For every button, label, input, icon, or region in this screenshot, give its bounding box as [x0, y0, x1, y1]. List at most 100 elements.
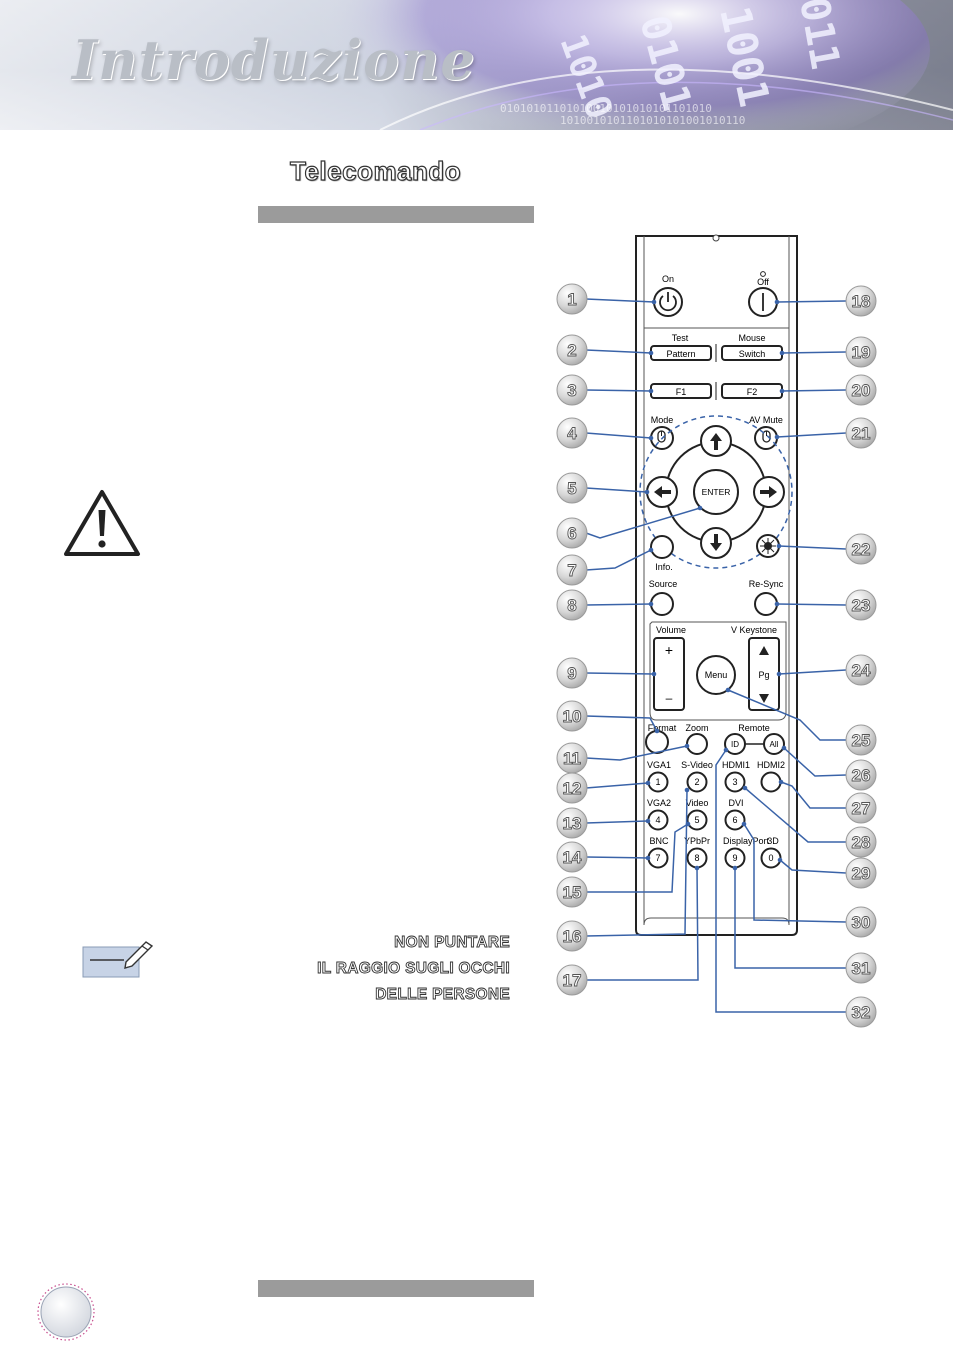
callout-20: 20: [845, 374, 877, 406]
label-svideo: S-Video: [681, 760, 713, 770]
source-button[interactable]: [650, 592, 674, 616]
arrow-up-icon: [710, 433, 722, 450]
zoom-button[interactable]: [686, 733, 708, 755]
callout-label: 7: [567, 561, 576, 580]
callout-label: 3: [567, 381, 576, 400]
callout-26: 26: [845, 759, 877, 791]
callout-15: 15: [556, 876, 588, 908]
section-title: Telecomando: [289, 155, 462, 186]
callout-label: 31: [852, 959, 871, 978]
resync-button[interactable]: [754, 592, 778, 616]
callout-label: 15: [563, 883, 582, 902]
arrow-left-icon: [654, 486, 671, 498]
callout-label: 20: [852, 381, 871, 400]
callout-label: 11: [563, 749, 581, 768]
callout-16: 16: [556, 920, 588, 952]
callout-14: 14: [556, 841, 588, 873]
callout-4: 4: [556, 417, 588, 449]
callout-leader-lines: [585, 298, 847, 1013]
section-bar-bottom: [258, 1280, 534, 1297]
header-banner: 1010 0101 1001 011 010101011010100101010…: [0, 0, 953, 130]
callout-28: 28: [845, 826, 877, 858]
label-hdmi1: HDMI1: [722, 760, 750, 770]
label-enter: ENTER: [702, 487, 731, 497]
callout-32: 32: [845, 996, 877, 1028]
hdmi2-button[interactable]: [760, 771, 782, 793]
warning-line-1: NON PUNTARE: [394, 934, 510, 952]
callout-numbers: 1234567891011121314151617181920212223242…: [556, 283, 877, 1028]
enter-button[interactable]: [693, 469, 739, 515]
callout-label: 13: [563, 814, 582, 833]
info-button[interactable]: [650, 535, 674, 559]
callout-label: 8: [567, 596, 576, 615]
callout-17: 17: [556, 964, 588, 996]
label-remote: Remote: [738, 723, 770, 733]
num-6-button[interactable]: [724, 809, 746, 831]
callout-7: 7: [556, 554, 588, 586]
banner-graphic: 1010 0101 1001 011 010101011010100101010…: [0, 0, 953, 130]
label-n0: 0: [768, 853, 773, 863]
callout-2: 2: [556, 334, 588, 366]
callout-label: 12: [563, 779, 582, 798]
callout-13: 13: [556, 807, 588, 839]
label-format: Format: [648, 723, 677, 733]
label-switch: Switch: [739, 349, 766, 359]
label-n1: 1: [655, 777, 660, 787]
warning-line-3: DELLE PERSONE: [375, 986, 510, 1004]
num-2-button[interactable]: [686, 771, 708, 793]
callout-30: 30: [845, 906, 877, 938]
label-info: Info.: [655, 562, 673, 572]
num-5-button[interactable]: [686, 809, 708, 831]
callout-12: 12: [556, 772, 588, 804]
label-n2: 2: [694, 777, 699, 787]
callout-24: 24: [845, 654, 877, 686]
callout-label: 17: [563, 971, 582, 990]
num-3-button[interactable]: [724, 771, 746, 793]
label-f1: F1: [676, 387, 687, 397]
warning-line-2: IL RAGGIO SUGLI OCCHI: [317, 960, 510, 978]
label-n4: 4: [655, 815, 660, 825]
warning-icon: [64, 490, 140, 556]
label-on: On: [662, 274, 674, 284]
label-ypbpr: YPbPr: [684, 836, 710, 846]
warning-text: NON PUNTARE IL RAGGIO SUGLI OCCHI DELLE …: [258, 930, 510, 1008]
arrow-right-icon: [760, 486, 777, 498]
callout-label: 5: [567, 479, 576, 498]
callout-6: 6: [556, 517, 588, 549]
format-button[interactable]: [645, 730, 669, 754]
label-bnc: BNC: [649, 836, 669, 846]
callout-29: 29: [845, 857, 877, 889]
label-n9: 9: [732, 853, 737, 863]
triangle-down-icon: [759, 694, 769, 703]
callout-label: 29: [852, 864, 871, 883]
menu-button[interactable]: [696, 655, 736, 695]
callout-label: 22: [852, 540, 871, 559]
label-video: Video: [686, 798, 709, 808]
remote-all-button[interactable]: [763, 733, 785, 755]
arrow-down-icon: [710, 534, 722, 551]
volume-keystone-group: [649, 621, 787, 721]
callout-22: 22: [845, 533, 877, 565]
label-plus: +: [665, 642, 673, 658]
callout-label: 10: [563, 707, 582, 726]
label-zoom: Zoom: [685, 723, 708, 733]
callout-label: 32: [852, 1003, 871, 1022]
callout-21: 21: [845, 417, 877, 449]
callout-label: 27: [852, 799, 871, 818]
callout-label: 24: [852, 661, 871, 680]
callout-27: 27: [845, 792, 877, 824]
callout-label: 19: [852, 343, 871, 362]
label-pattern: Pattern: [666, 349, 695, 359]
remote-control-diagram: On Off Test Mouse Pattern Switch F1 F2 M…: [556, 234, 877, 1028]
label-n5: 5: [694, 815, 699, 825]
callout-label: 26: [852, 766, 871, 785]
label-av-mute: AV Mute: [749, 415, 783, 425]
label-resync: Re-Sync: [749, 579, 784, 589]
callout-label: 23: [852, 596, 871, 615]
label-n7: 7: [655, 853, 660, 863]
callout-18: 18: [845, 285, 877, 317]
label-minus: –: [666, 691, 673, 705]
av-mute-button[interactable]: [754, 426, 778, 450]
callout-label: 14: [563, 848, 582, 867]
callout-1: 1: [556, 283, 588, 315]
